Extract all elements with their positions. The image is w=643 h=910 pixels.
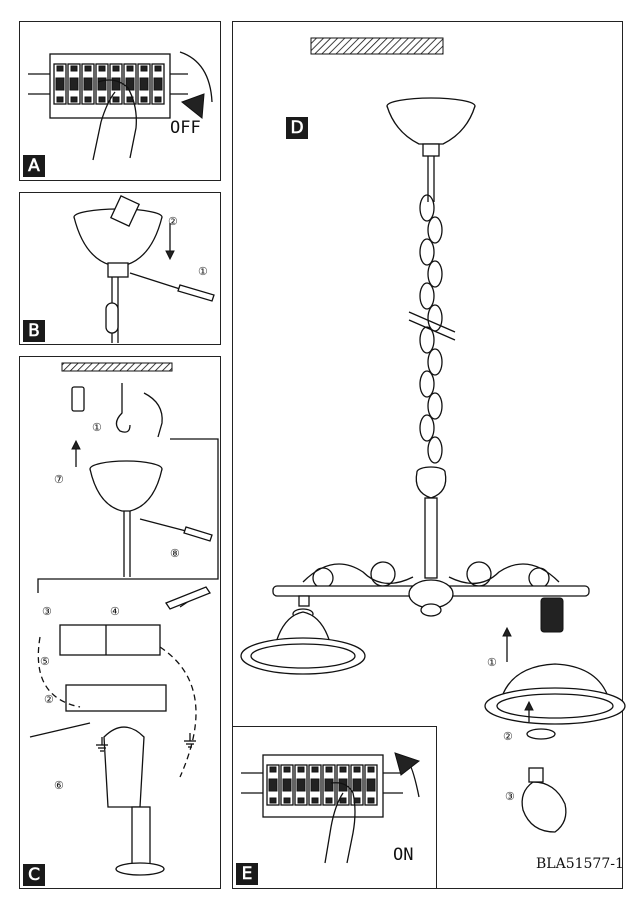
step-b1: ①: [198, 265, 208, 278]
step-c4: ④: [110, 605, 120, 618]
document-code: BLA51577-1: [536, 856, 624, 872]
canopy-illustration: ① ②: [73, 195, 215, 343]
panel-a: OFF A: [19, 21, 221, 181]
ground-symbol-icon: [96, 733, 196, 752]
ceiling-hatch-icon: [310, 37, 444, 55]
step-c3: ③: [42, 605, 52, 618]
panel-a-tag: A: [23, 155, 45, 177]
step-c8: ⑧: [170, 547, 180, 560]
chandelier-illustration: ① ② ③: [240, 37, 626, 833]
step-d2: ②: [503, 730, 513, 743]
breaker-switch-icon-e: [241, 752, 421, 864]
panel-e: ON E: [232, 726, 437, 889]
wiring-illustration: ① ⑦ ⑧ ③ ④ ⑤ ② ⑥: [29, 362, 219, 876]
step-c6: ⑥: [54, 779, 64, 792]
step-b2: ②: [168, 215, 178, 228]
off-label: OFF: [170, 118, 201, 138]
step-c7: ⑦: [54, 473, 64, 486]
panel-b: ① ② B: [19, 192, 221, 345]
step-d3: ③: [505, 790, 515, 803]
panel-e-tag: E: [236, 863, 258, 885]
step-d1: ①: [487, 656, 497, 669]
breaker-switch-icon: [28, 51, 213, 161]
step-c5: ⑤: [40, 655, 50, 668]
step-c2: ②: [44, 693, 54, 706]
on-label: ON: [393, 845, 414, 865]
light-bulb-icon: [521, 767, 567, 833]
panel-c: ① ⑦ ⑧ ③ ④ ⑤ ② ⑥: [19, 356, 221, 889]
panel-c-tag: C: [23, 864, 45, 886]
panel-d-tag: D: [286, 117, 308, 139]
panel-b-tag: B: [23, 320, 45, 342]
step-c1: ①: [92, 421, 102, 434]
